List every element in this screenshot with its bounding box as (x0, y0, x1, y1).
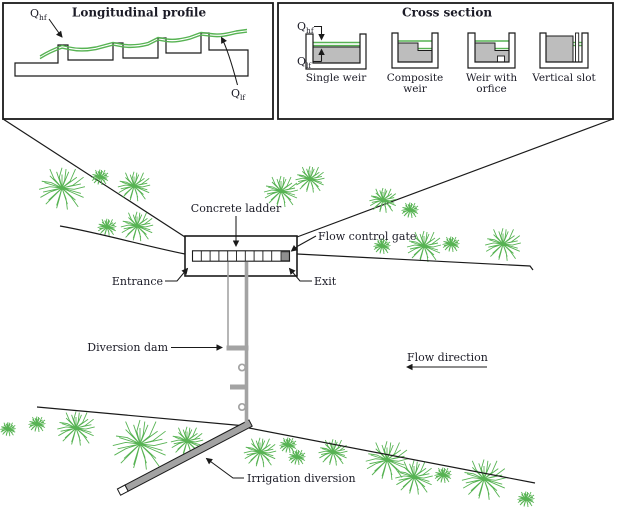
irrigation-channel (116, 419, 253, 496)
orifice-weir-label-line1: Weir with (466, 72, 517, 84)
composite-weir-label-line2: weir (403, 83, 428, 95)
diversion-dam-structure (226, 262, 249, 427)
flow-control-gate-block (280, 251, 290, 262)
water-surface-lines (39, 28, 248, 60)
q-lf-arrow (221, 36, 239, 86)
cross-section-title: Cross section (402, 6, 492, 20)
ladder-baffles (200, 250, 273, 262)
longitudinal-profile-title: Longitudinal profile (72, 6, 207, 20)
composite-weir-diagram: Composite weir (387, 32, 444, 95)
slot-baffle (575, 32, 580, 63)
dam-pivot (237, 363, 247, 372)
q-hf-label: Qhf (30, 7, 48, 22)
vertical-slot-label: Vertical slot (531, 72, 596, 84)
plan-labels: Concrete ladder Flow control gate Entran… (87, 202, 488, 485)
q-hf-cross-label: Qhf (297, 20, 315, 35)
flow-control-gate-arrow (290, 235, 317, 252)
dam-cross-bar (226, 345, 249, 351)
vertical-slot-diagram: Vertical slot (531, 32, 597, 84)
diversion-dam-label: Diversion dam (87, 341, 168, 354)
trees (0, 165, 535, 508)
exit-arrow (288, 267, 312, 282)
concrete-ladder-label: Concrete ladder (191, 202, 282, 215)
weir-with-orifice-diagram: Weir with orfice (466, 32, 517, 95)
dam-pivot (237, 402, 247, 412)
orifice-weir-label-line2: orfice (476, 83, 506, 95)
q-hf-pointer (314, 25, 325, 41)
cross-section-panel: Cross section Single weir Qhf Qlf Compos… (277, 2, 614, 120)
orifice-hole (497, 55, 505, 63)
composite-weir-label-line1: Composite (387, 72, 444, 84)
exit-label: Exit (314, 275, 337, 288)
q-hf-arrow (48, 18, 63, 38)
single-weir-diagram: Single weir (305, 25, 368, 84)
flow-direction-label: Flow direction (407, 351, 488, 364)
dam-cross-bar (230, 384, 248, 390)
irrigation-diversion-label: Irrigation diversion (247, 472, 356, 485)
flow-control-gate-label: Flow control gate (318, 230, 416, 243)
longitudinal-profile-panel: Longitudinal profile Qhf Qlf (2, 2, 274, 120)
fish-ladder-structure (184, 235, 298, 277)
q-lf-cross-label: Qlf (297, 55, 312, 70)
ladder-channel (191, 250, 291, 262)
entrance-label: Entrance (112, 275, 163, 288)
irrigation-diversion-arrow (205, 457, 244, 479)
river-banks (36, 225, 536, 484)
q-lf-label: Qlf (231, 87, 246, 102)
single-weir-label: Single weir (306, 72, 368, 84)
entrance-arrow (165, 267, 189, 282)
